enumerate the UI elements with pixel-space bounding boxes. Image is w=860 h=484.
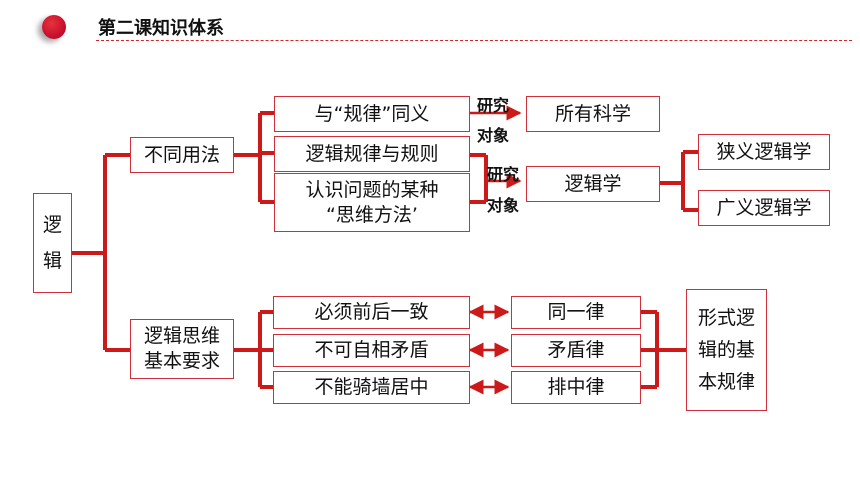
- page-title: 第二课知识体系: [98, 18, 224, 39]
- header-divider: [96, 40, 852, 41]
- node-logic-science: 逻辑学: [526, 166, 660, 202]
- node-no-self-contradiction: 不可自相矛盾: [273, 334, 470, 367]
- node-all-sciences: 所有科学: [526, 96, 660, 132]
- node-law-of-identity: 同一律: [511, 296, 641, 329]
- label-study-object-top-1: 研究: [477, 96, 510, 115]
- node-be-consistent: 必须前后一致: [273, 296, 470, 329]
- node-broad-logic: 广义逻辑学: [698, 190, 830, 226]
- node-thinking-method: 认识问题的某种 “思维方法’: [274, 173, 470, 232]
- label-study-object-mid-1: 研究: [487, 165, 520, 184]
- node-law-of-excluded-middle: 排中律: [511, 371, 641, 404]
- node-narrow-logic: 狭义逻辑学: [698, 134, 830, 170]
- node-law-of-contradiction: 矛盾律: [511, 334, 641, 367]
- node-synonym-of-law: 与“规律”同义: [274, 96, 470, 132]
- node-thinking-requirements: 逻辑思维 基本要求: [130, 319, 234, 379]
- label-study-object-mid-2: 对象: [487, 196, 520, 215]
- node-logic-rules: 逻辑规律与规则: [274, 136, 470, 172]
- node-formal-logic-laws: 形式逻 辑的基 本规律: [686, 289, 767, 411]
- node-no-fence-sitting: 不能骑墙居中: [273, 371, 470, 404]
- node-different-usage: 不同用法: [130, 137, 234, 173]
- node-logic-root: 逻 辑: [33, 193, 72, 293]
- header-bullet-icon: [42, 15, 66, 39]
- label-study-object-top-2: 对象: [477, 126, 510, 145]
